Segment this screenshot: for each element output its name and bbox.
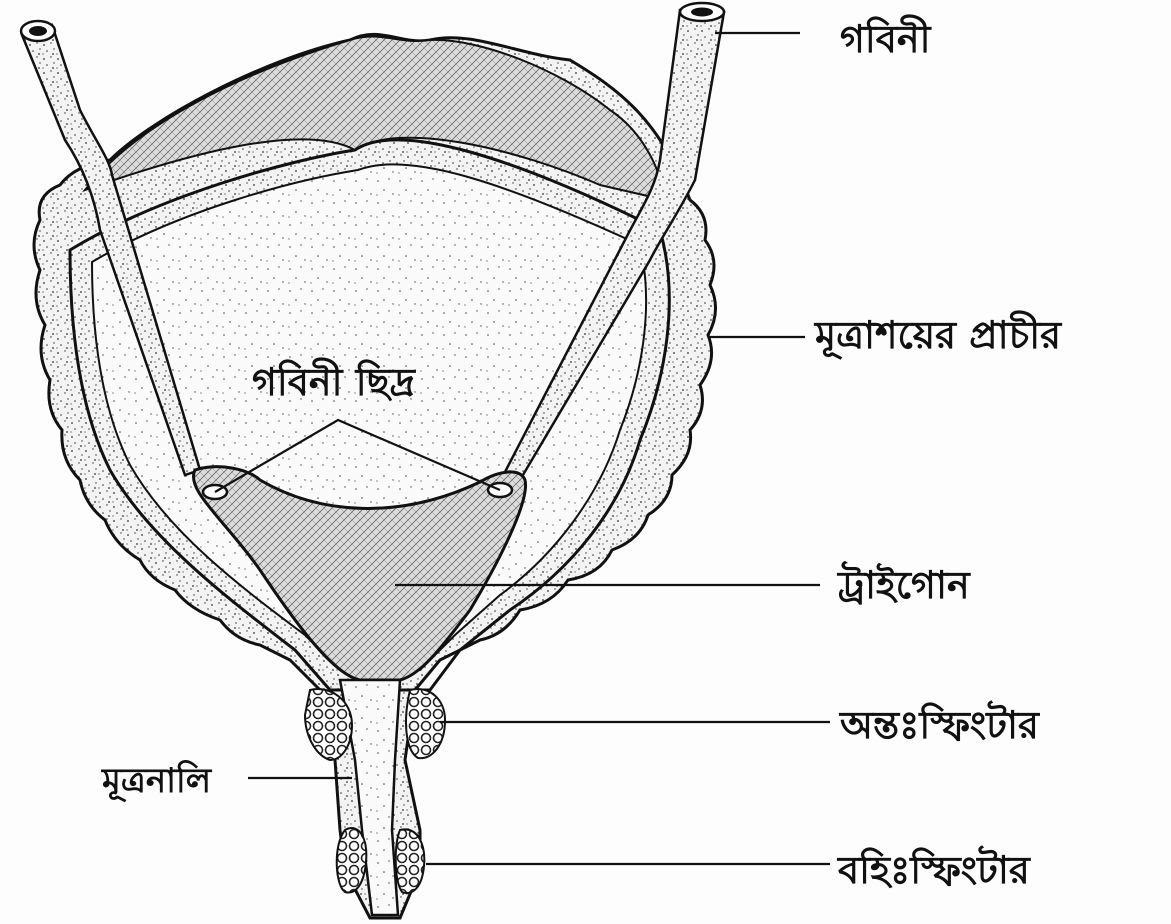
external-sphincter-right: [396, 829, 425, 893]
left-ureter-lumen: [29, 26, 47, 36]
right-ureter-lumen: [691, 8, 713, 17]
label-trigone: ট্রাইগোন: [836, 560, 971, 607]
label-external-sphincter: বহিঃস্ফিংটার: [836, 845, 1031, 892]
label-bladder-wall: মূত্রাশয়ের প্রাচীর: [813, 310, 1062, 360]
label-ureter-openings: গবিনী ছিদ্র: [252, 357, 417, 404]
label-ureter: গবিনী: [840, 14, 932, 61]
label-urethra: মূত্রনালি: [101, 760, 213, 803]
internal-sphincter-right: [406, 689, 445, 758]
label-internal-sphincter: অন্তঃস্ফিংটার: [838, 700, 1040, 747]
external-sphincter-left: [337, 828, 367, 892]
